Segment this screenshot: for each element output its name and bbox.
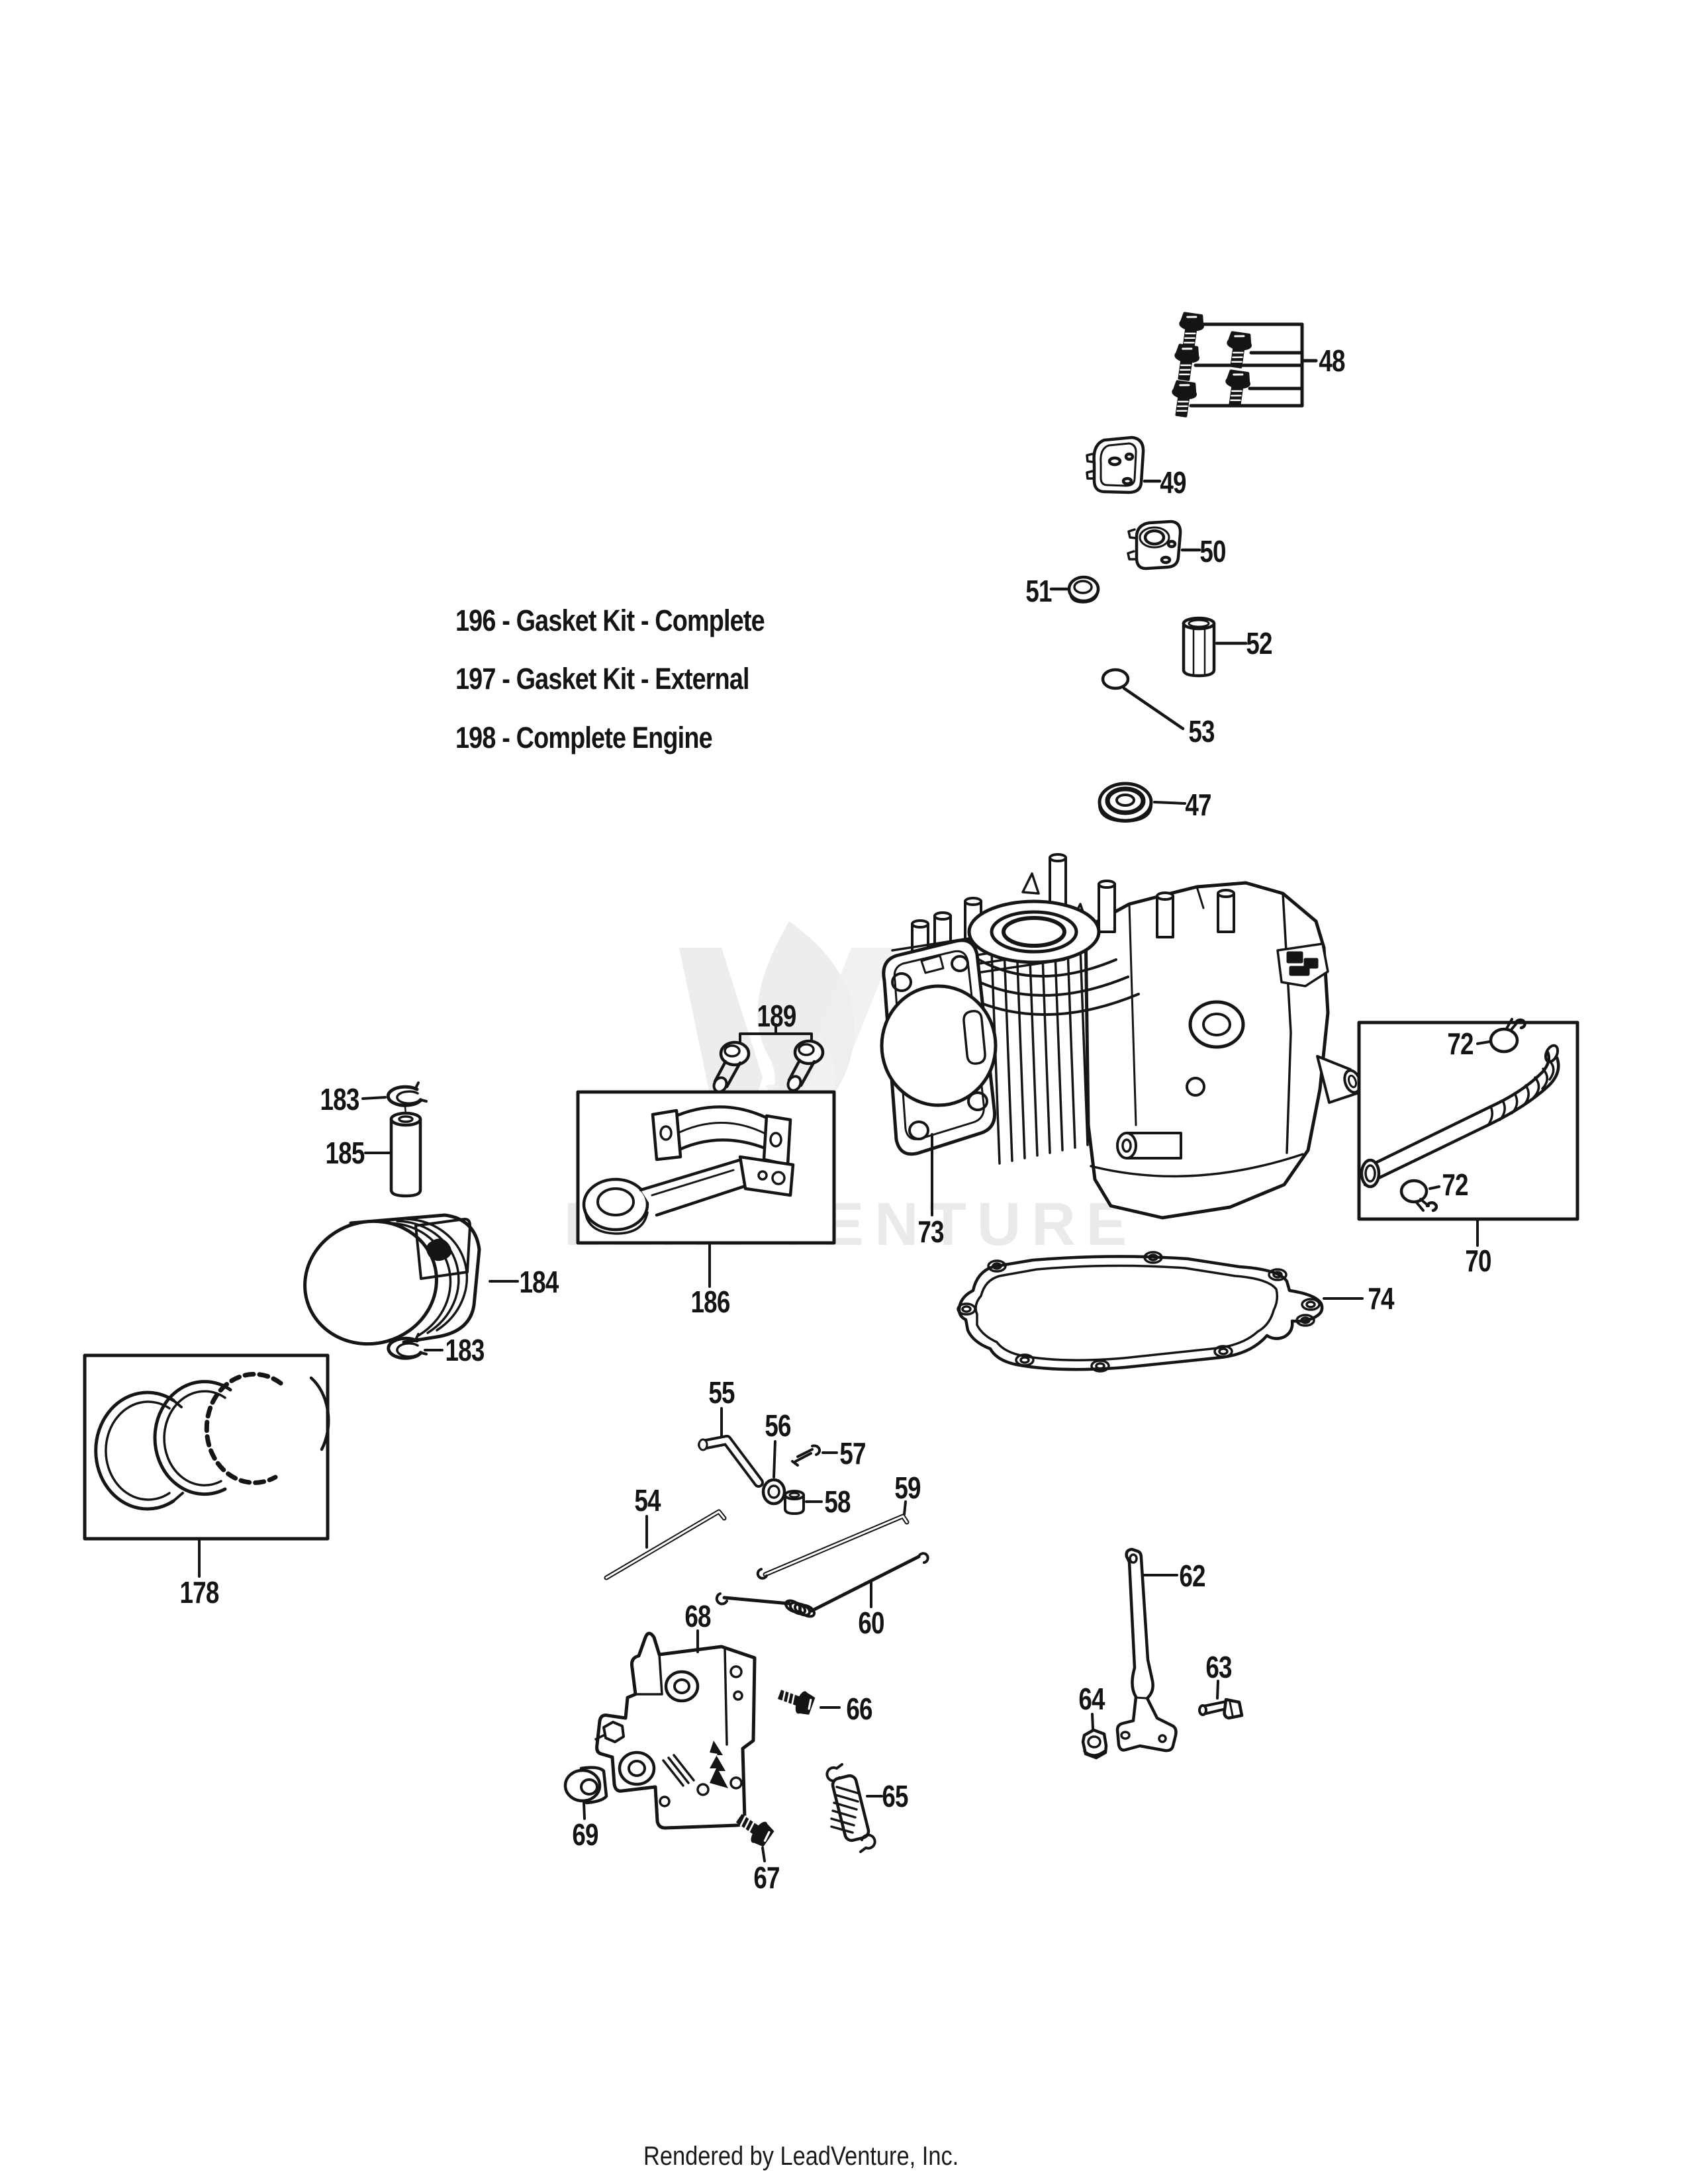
callout-49: 49	[1160, 465, 1186, 500]
part-62-governor-arm	[1115, 1547, 1178, 1752]
part-186-connecting-rod-box	[576, 1090, 836, 1288]
part-69-bushing	[563, 1766, 608, 1820]
part-52-sleeve	[1182, 616, 1248, 678]
footer-credit: Rendered by LeadVenture, Inc.	[643, 2142, 959, 2171]
callout-50: 50	[1199, 534, 1226, 569]
callout-53: 53	[1188, 714, 1215, 749]
callout-178: 178	[179, 1575, 220, 1610]
callout-54: 54	[634, 1483, 661, 1518]
note-gasket-kit-external: 197 - Gasket Kit - External	[455, 662, 750, 696]
part-59-governor-rod	[756, 1500, 910, 1580]
part-57-cotter-pin	[791, 1444, 838, 1467]
callout-63: 63	[1205, 1650, 1232, 1684]
callout-55: 55	[708, 1375, 735, 1410]
part-56-washer	[761, 1440, 786, 1506]
part-65-spring	[825, 1763, 883, 1853]
part-183-retaining-ring-lower	[387, 1333, 444, 1360]
callout-48: 48	[1319, 343, 1345, 378]
part-50-gasket	[1127, 520, 1201, 570]
callout-62: 62	[1179, 1559, 1205, 1593]
callout-183-lower: 183	[445, 1333, 485, 1367]
note-gasket-kit-complete: 196 - Gasket Kit - Complete	[455, 604, 765, 637]
callout-73: 73	[917, 1214, 944, 1249]
callout-51: 51	[1025, 574, 1052, 608]
part-184-piston	[303, 1213, 519, 1346]
part-68-control-bracket	[594, 1629, 757, 1830]
part-70-hose-box	[1357, 1018, 1579, 1247]
callout-68: 68	[684, 1599, 711, 1633]
part-189-screw-set	[712, 1023, 825, 1093]
callout-185: 185	[325, 1136, 365, 1170]
part-178-ring-set-box	[83, 1353, 330, 1578]
part-48-bolt-set	[1168, 311, 1318, 419]
callout-183-upper: 183	[320, 1082, 360, 1116]
part-185-piston-pin	[364, 1111, 422, 1198]
callout-74: 74	[1368, 1281, 1394, 1316]
part-51-seal	[1049, 575, 1100, 604]
callout-58: 58	[824, 1484, 851, 1519]
callout-184: 184	[519, 1265, 559, 1299]
callout-64: 64	[1078, 1682, 1105, 1716]
callout-66: 66	[846, 1692, 872, 1726]
part-49-gasket	[1086, 435, 1162, 494]
part-54-throttle-rod	[604, 1509, 727, 1580]
callout-47: 47	[1185, 788, 1211, 822]
callout-69: 69	[572, 1817, 598, 1852]
part-64-nut	[1081, 1713, 1108, 1760]
part-67-bolt	[730, 1807, 777, 1862]
part-58-bushing	[784, 1490, 823, 1515]
part-47-oil-seal	[1098, 782, 1186, 823]
part-53-plug	[1101, 668, 1185, 731]
callout-leader-lines	[931, 1133, 1364, 1300]
part-63-pivot-pin	[1198, 1680, 1244, 1720]
callout-65: 65	[882, 1779, 908, 1813]
callout-52: 52	[1246, 626, 1272, 660]
callout-72-top: 72	[1447, 1026, 1474, 1061]
part-66-bolt	[774, 1682, 841, 1719]
part-183-retaining-ring-upper	[361, 1081, 428, 1116]
note-complete-engine: 198 - Complete Engine	[455, 721, 713, 754]
callout-70: 70	[1465, 1244, 1491, 1278]
callout-56: 56	[765, 1408, 791, 1443]
callout-59: 59	[894, 1471, 921, 1505]
part-55-choke-lever	[698, 1407, 764, 1488]
callout-60: 60	[858, 1606, 884, 1640]
callout-189: 189	[757, 999, 797, 1033]
callout-57: 57	[839, 1436, 866, 1471]
callout-67: 67	[753, 1860, 780, 1895]
part-73-engine-block	[880, 853, 1362, 1220]
part-74-crankcase-gasket	[957, 1251, 1324, 1373]
callout-72-bottom: 72	[1442, 1167, 1468, 1202]
callout-186: 186	[690, 1285, 731, 1319]
part-60-governor-spring-link	[715, 1552, 929, 1618]
